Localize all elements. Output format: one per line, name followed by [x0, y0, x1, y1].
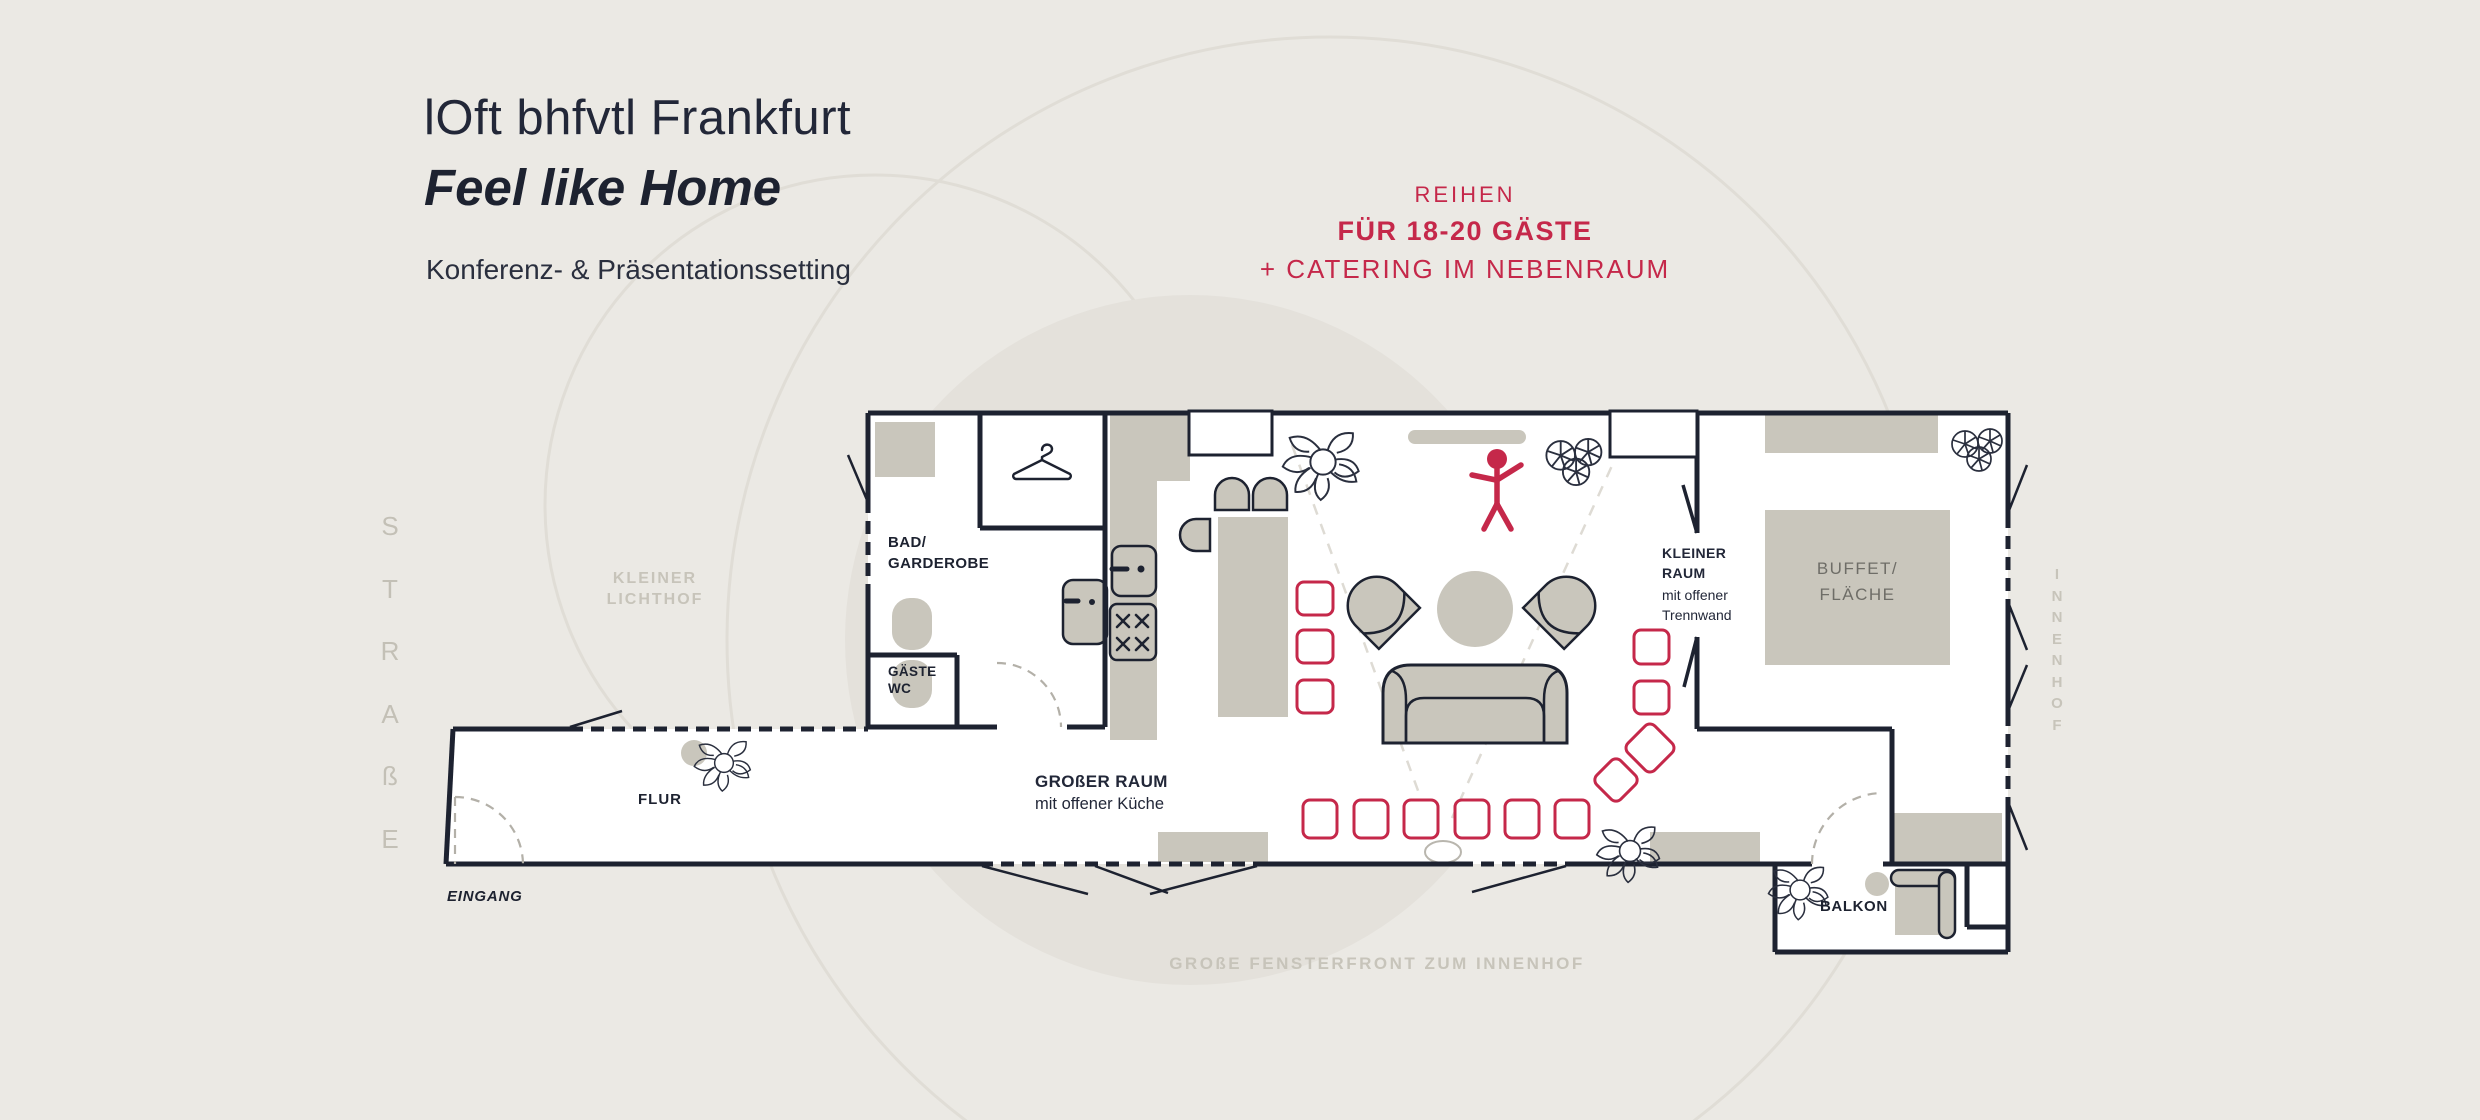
room-label-balkon: BALKON — [1820, 898, 1888, 915]
armchair-right — [1521, 575, 1597, 651]
bath-sink — [892, 598, 932, 650]
sideboard — [1893, 813, 2002, 862]
buffet-area — [1765, 510, 1950, 665]
window-sill — [1650, 832, 1760, 862]
presenter-figure — [1469, 449, 1524, 532]
walls — [443, 410, 2011, 955]
stove — [1108, 602, 1158, 662]
room-label-bad-garderobe: BAD/ GARDEROBE — [888, 534, 990, 572]
setting-tagline: Konferenz- & Präsentationssetting — [426, 254, 851, 285]
bath-door-arc — [996, 661, 1063, 728]
bar-chair — [1178, 476, 1289, 553]
stool — [1424, 840, 1462, 864]
guest-chairs — [1295, 580, 1676, 840]
room-label-eingang: EINGANG — [447, 888, 523, 905]
innenhof-label: I N N E N H O F — [2051, 566, 2063, 734]
kitchen-island — [1218, 517, 1288, 717]
balcony-bench — [1889, 868, 1957, 940]
furniture-outlined — [1061, 476, 1957, 940]
vanity-sink — [1061, 578, 1109, 646]
window-markers — [569, 454, 2029, 896]
room-label-kleiner-raum: KLEINER RAUM mit offener Trennwand — [1662, 544, 1732, 626]
page-subtitle: Feel like Home — [424, 159, 782, 216]
fensterfront-label: GROßE FENSTERFRONT ZUM INNENHOF — [1169, 954, 1585, 973]
room-label-buffet: BUFFET/ FLÄCHE — [1816, 559, 1899, 604]
annotation-line1: REIHEN — [1414, 182, 1516, 207]
page-title: lOft bhfvtl Frankfurt — [424, 91, 852, 145]
sofa — [1381, 663, 1569, 745]
lichthof-label: KLEINER LICHTHOF — [606, 570, 704, 608]
kleiner-raum-name: KLEINER RAUM — [1662, 545, 1727, 581]
hanger-icon — [1012, 443, 1072, 481]
room-label-gaeste-wc: GÄSTE WC — [888, 664, 937, 696]
toilet — [892, 660, 932, 708]
room-label-flur: FLUR — [638, 791, 682, 808]
wall-niches — [1187, 409, 1699, 459]
window-sill — [1158, 832, 1268, 862]
washing-machine — [875, 422, 935, 477]
grosser-raum-name: GROßER RAUM — [1035, 772, 1168, 791]
round-table — [1437, 571, 1513, 647]
grosser-raum-desc: mit offener Küche — [1035, 795, 1165, 813]
street-label: S T R A ß E — [380, 511, 400, 854]
balcony-table — [1865, 872, 1889, 896]
kleiner-raum-desc: mit offener Trennwand — [1662, 586, 1732, 623]
sideboard — [1765, 415, 1938, 453]
kitchen-sink — [1109, 544, 1158, 598]
balcony-door-arc — [1810, 791, 1884, 865]
annotation-line2: FÜR 18-20 GÄSTE — [1337, 216, 1593, 246]
door-arcs — [453, 661, 1884, 865]
entrance-door-arc — [454, 795, 525, 865]
room-label-grosser-raum: GROßER RAUM mit offener Küche — [1035, 772, 1168, 814]
armchair-left — [1346, 575, 1422, 651]
presentation-screen — [1408, 430, 1526, 444]
annotation-line3: + CATERING IM NEBENRAUM — [1259, 254, 1671, 284]
seating-annotation: REIHEN FÜR 18-20 GÄSTE + CATERING IM NEB… — [1180, 182, 1750, 285]
